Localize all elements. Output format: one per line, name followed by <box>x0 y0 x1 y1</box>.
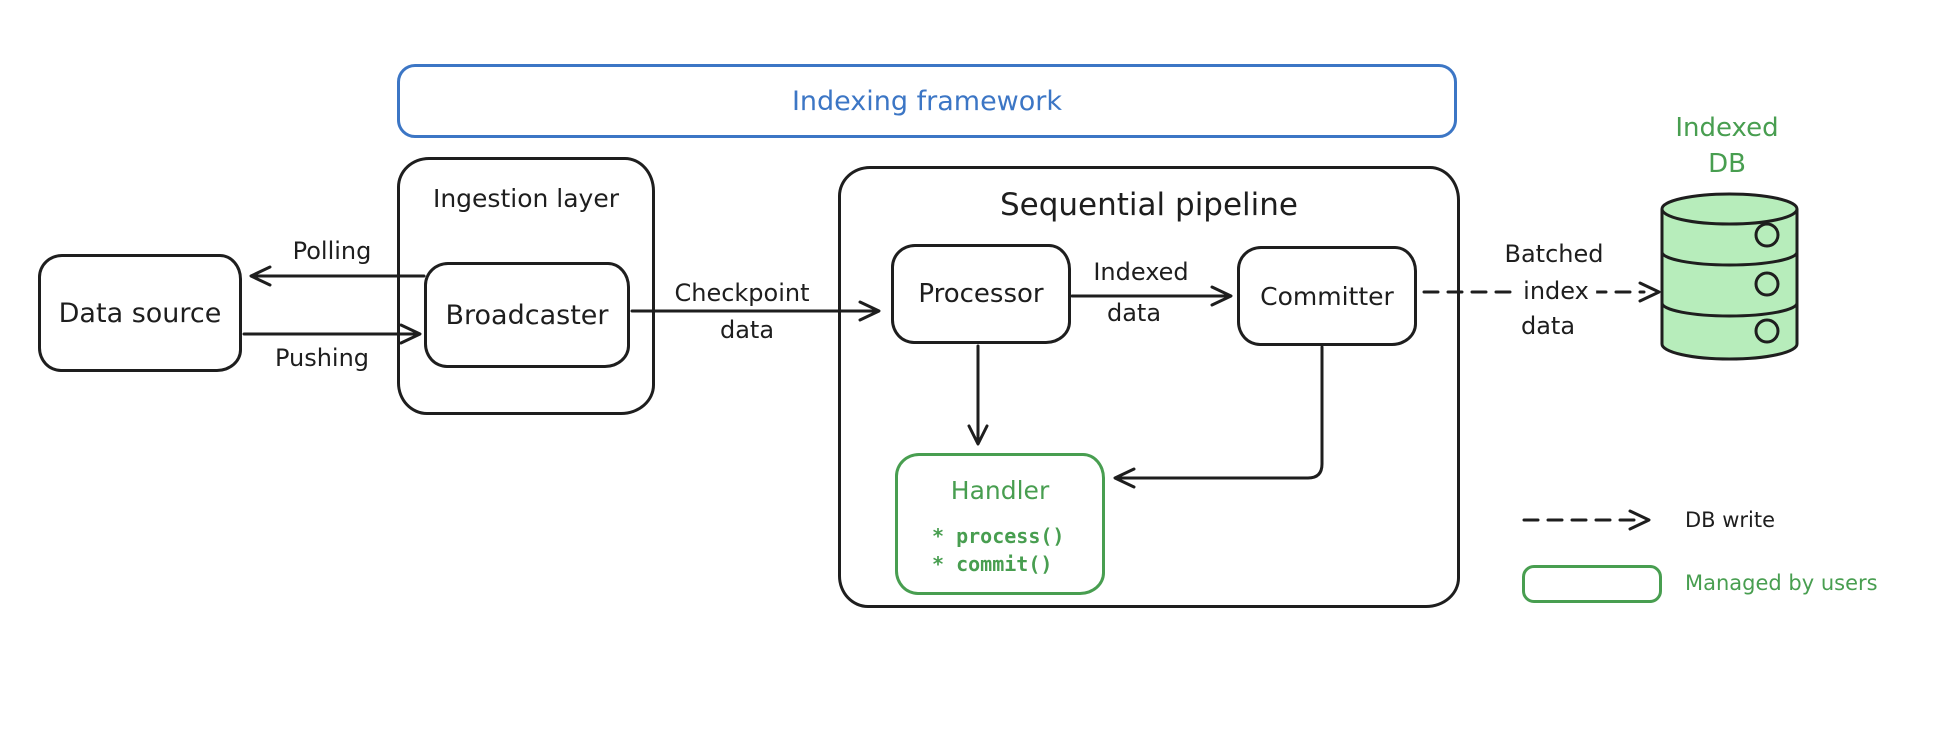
indexed-data-label-line2: data <box>1106 299 1162 327</box>
indexing-framework-title: Indexing framework <box>791 85 1063 117</box>
batched-index-label-line3: data <box>1520 312 1576 340</box>
handler-method-commit: * commit() <box>932 552 1053 576</box>
legend-db-write-label: DB write <box>1685 508 1776 532</box>
database-cylinder-icon <box>1660 192 1799 361</box>
ingestion-layer-node: Ingestion layer <box>397 157 655 415</box>
handler-methods: * process() * commit() <box>932 522 1064 578</box>
pushing-arrow <box>242 323 422 345</box>
ingestion-layer-label: Ingestion layer <box>432 184 620 213</box>
batched-index-label-line2: index <box>1516 277 1596 305</box>
indexing-framework-frame: Indexing framework <box>397 64 1457 138</box>
data-source-node: Data source <box>38 254 242 372</box>
indexed-db-label-line2: DB <box>1708 149 1746 179</box>
handler-title: Handler <box>950 476 1050 505</box>
indexed-db-label-line1: Indexed <box>1675 113 1779 143</box>
checkpoint-data-label-line2: data <box>719 316 775 344</box>
legend-db-write-arrow <box>1522 509 1651 531</box>
pushing-label: Pushing <box>274 344 370 372</box>
broadcaster-label: Broadcaster <box>445 299 609 331</box>
sequential-pipeline-node: Sequential pipeline <box>838 166 1460 608</box>
indexed-data-label-line1: Indexed <box>1093 258 1189 286</box>
legend-managed-box <box>1522 565 1662 603</box>
committer-node: Committer <box>1237 246 1417 346</box>
polling-label: Polling <box>292 237 372 265</box>
checkpoint-data-label-line1: Checkpoint <box>674 279 810 307</box>
handler-node: Handler * process() * commit() <box>895 453 1105 595</box>
committer-label: Committer <box>1260 281 1394 311</box>
legend-managed-label: Managed by users <box>1685 571 1878 595</box>
broadcaster-node: Broadcaster <box>424 262 630 368</box>
processor-label: Processor <box>918 279 1044 309</box>
data-source-label: Data source <box>58 297 222 329</box>
handler-method-process: * process() <box>932 524 1065 548</box>
processor-node: Processor <box>891 244 1071 344</box>
batched-index-label-line1: Batched <box>1504 240 1604 268</box>
sequential-pipeline-label: Sequential pipeline <box>999 187 1298 223</box>
